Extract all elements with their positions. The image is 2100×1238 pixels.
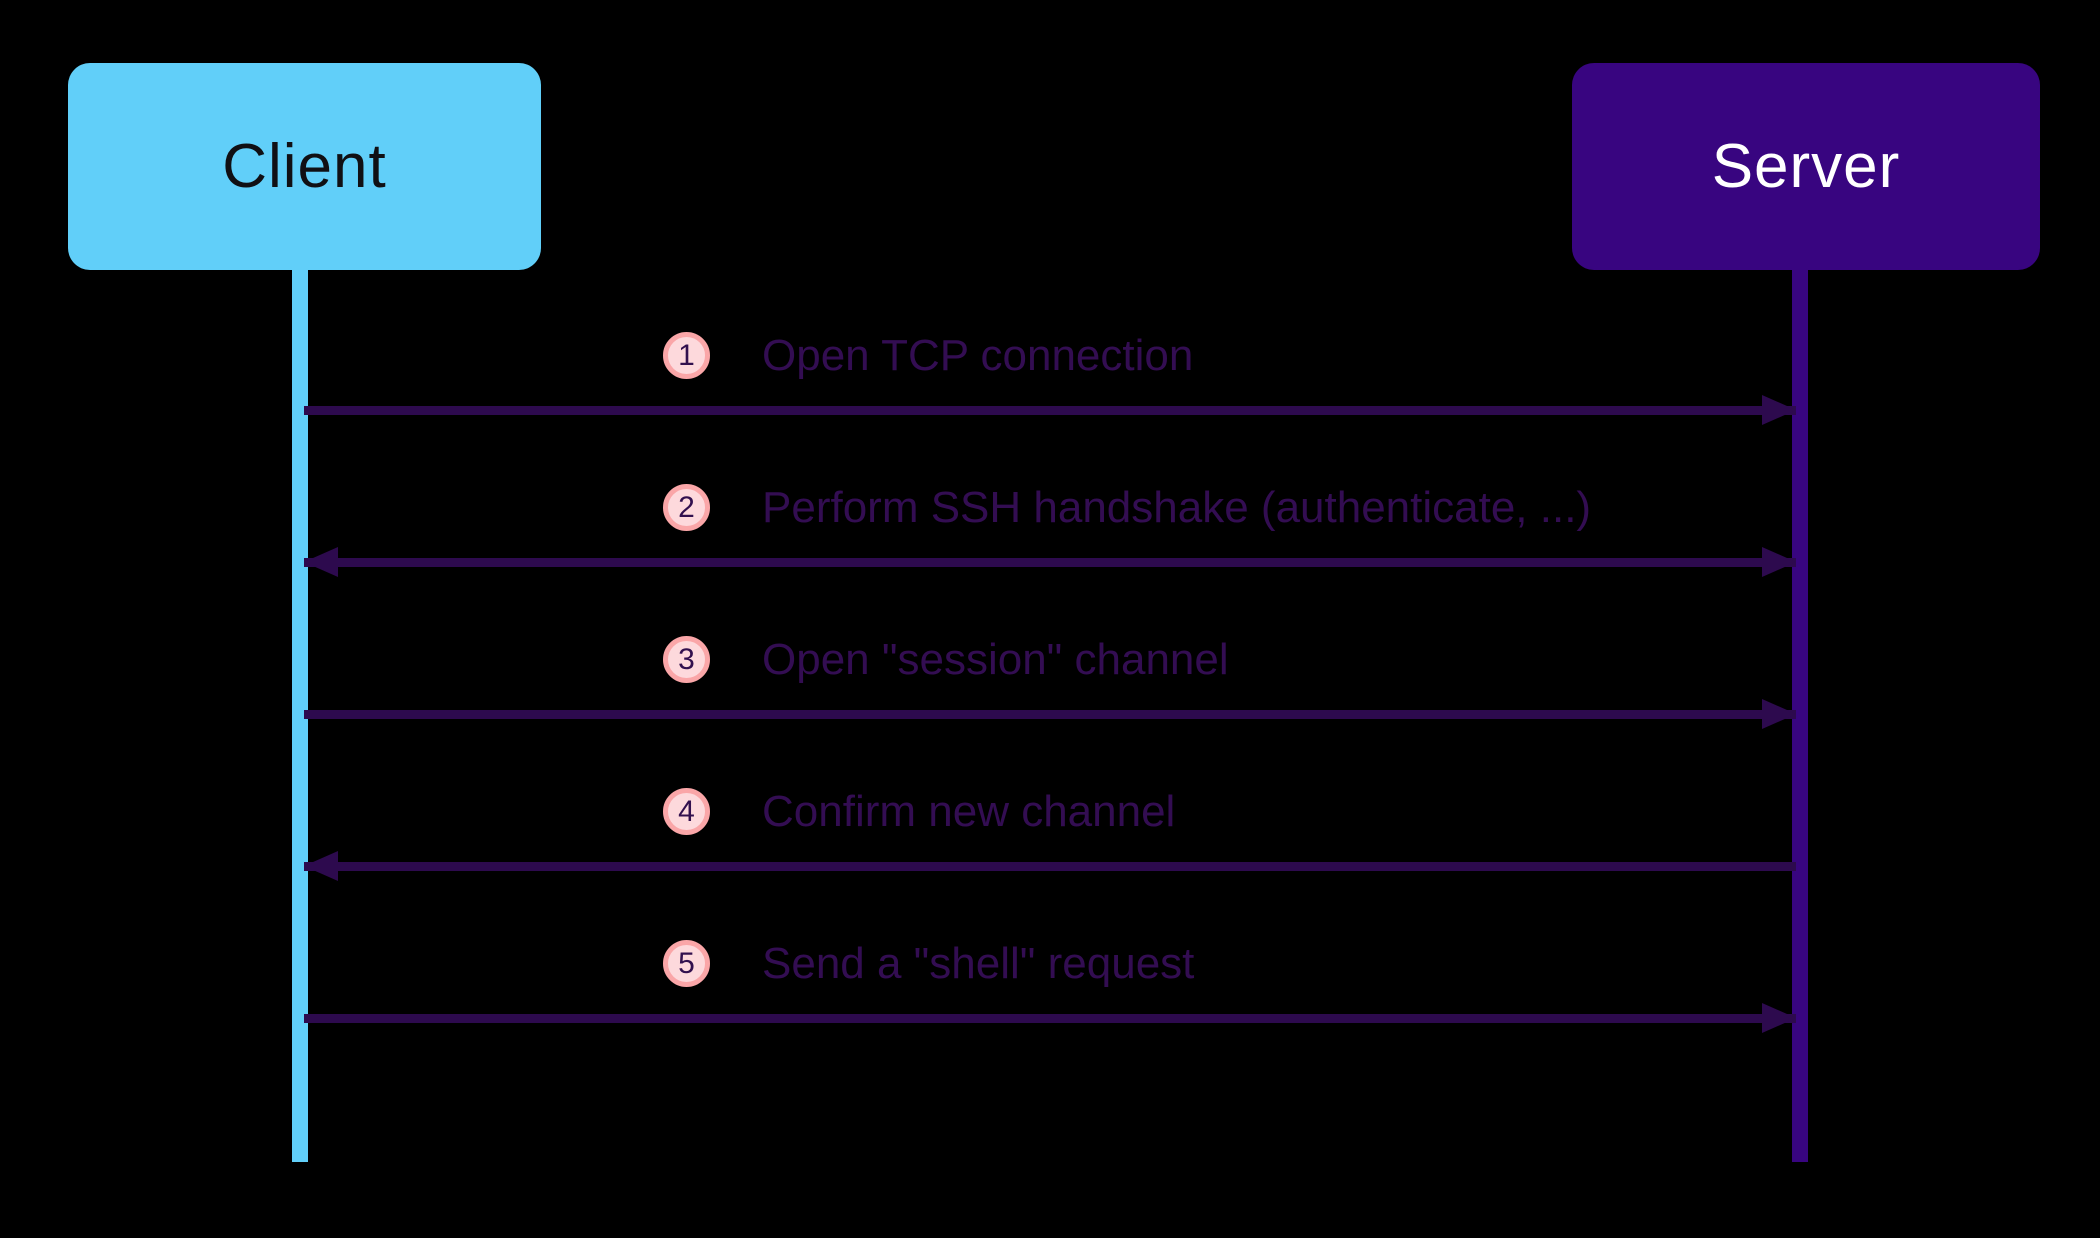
arrowhead-right-icon [1762,395,1796,425]
step-number-badge: 2 [663,484,710,531]
step-number: 4 [678,794,695,828]
message-arrow-line [304,558,1796,567]
message-label: Perform SSH handshake (authenticate, ...… [762,483,1592,532]
actor-box-client: Client [68,63,541,270]
message-label: Open "session" channel [762,635,1229,684]
actor-label-server: Server [1711,132,1901,201]
message-arrow-line [304,406,1796,415]
lifeline-server [1792,270,1808,1162]
step-number-badge: 3 [663,636,710,683]
message-arrow-line [304,1014,1796,1023]
message-arrow-line [304,862,1796,871]
message-row-1: 1 Open TCP connection [0,300,2100,452]
step-number-badge: 1 [663,332,710,379]
actor-label-client: Client [222,132,387,201]
message-label: Confirm new channel [762,787,1176,836]
message-label: Send a "shell" request [762,939,1195,988]
step-number: 3 [678,642,695,676]
step-number: 5 [678,946,695,980]
arrowhead-right-icon [1762,699,1796,729]
arrowhead-left-icon [304,547,338,577]
arrowhead-right-icon [1762,547,1796,577]
step-number-badge: 5 [663,940,710,987]
arrowhead-right-icon [1762,1003,1796,1033]
arrowhead-left-icon [304,851,338,881]
step-number: 1 [678,338,695,372]
step-number-badge: 4 [663,788,710,835]
actor-box-server: Server [1572,63,2040,270]
message-row-5: 5 Send a "shell" request [0,908,2100,1060]
message-row-2: 2 Perform SSH handshake (authenticate, ..… [0,452,2100,604]
message-row-4: 4 Confirm new channel [0,756,2100,908]
message-row-3: 3 Open "session" channel [0,604,2100,756]
message-arrow-line [304,710,1796,719]
step-number: 2 [678,490,695,524]
message-label: Open TCP connection [762,331,1194,380]
lifeline-client [292,270,308,1162]
